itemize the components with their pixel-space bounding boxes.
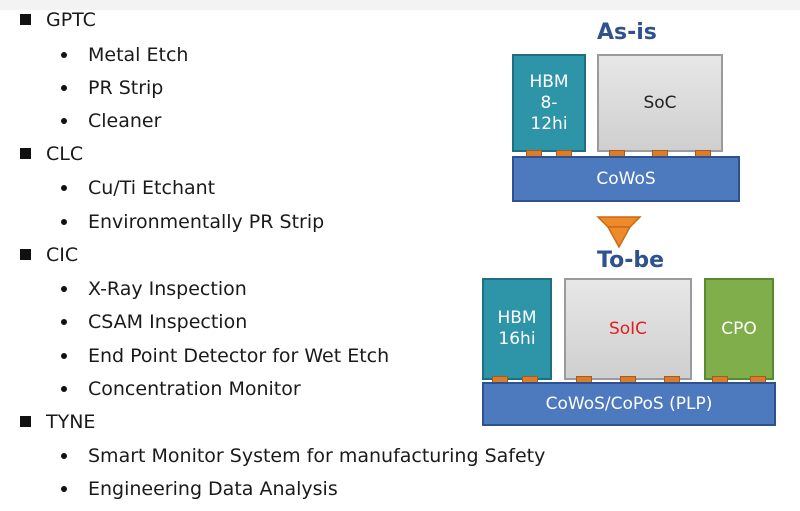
square-bullet-icon (20, 148, 31, 159)
hbm-to-be-block: HBM 16hi (482, 278, 552, 380)
dot-bullet-icon (61, 52, 67, 58)
square-bullet-icon (20, 416, 31, 427)
dot-bullet-icon (61, 118, 67, 124)
dot-bullet-icon (61, 319, 67, 325)
to-be-title: To-be (597, 248, 664, 273)
category-clc: CLC (46, 143, 84, 165)
list-item: End Point Detector for Wet Etch (88, 345, 390, 367)
list-item: Engineering Data Analysis (88, 478, 338, 500)
cpo-block: CPO (704, 278, 774, 380)
soc-block: SoC (597, 54, 723, 152)
square-bullet-icon (20, 14, 31, 25)
list-item: Smart Monitor System for manufacturing S… (88, 445, 546, 467)
list-item: Cleaner (88, 110, 162, 132)
list-item: Cu/Ti Etchant (88, 177, 216, 199)
dot-bullet-icon (61, 185, 67, 191)
list-item: Environmentally PR Strip (88, 211, 325, 233)
soic-block: SoIC (564, 278, 692, 380)
dot-bullet-icon (61, 286, 67, 292)
down-arrow-icon (596, 216, 642, 249)
as-is-title: As-is (597, 20, 657, 45)
cowos-substrate: CoWoS (512, 156, 740, 202)
category-cic: CIC (46, 244, 79, 266)
list-item: CSAM Inspection (88, 311, 248, 333)
dot-bullet-icon (61, 85, 67, 91)
category-gptc: GPTC (46, 9, 96, 31)
dot-bullet-icon (61, 486, 67, 492)
square-bullet-icon (20, 249, 31, 260)
category-tyne: TYNE (46, 411, 96, 433)
cowos-copos-substrate: CoWoS/CoPoS (PLP) (482, 382, 776, 426)
hbm-as-is-block: HBM 8- 12hi (512, 54, 586, 152)
bullet-list: GPTC Metal Etch PR Strip Cleaner CLC Cu/… (20, 9, 546, 500)
dot-bullet-icon (61, 453, 67, 459)
dot-bullet-icon (61, 386, 67, 392)
list-item: X-Ray Inspection (88, 278, 247, 300)
top-bar (0, 0, 800, 10)
dot-bullet-icon (61, 353, 67, 359)
packaging-diagram: As-is HBM 8- 12hi SoC CoWoS To-be HBM 16… (470, 10, 790, 430)
list-item: Concentration Monitor (88, 378, 301, 400)
list-item: PR Strip (88, 77, 164, 99)
list-item: Metal Etch (88, 44, 189, 66)
dot-bullet-icon (61, 219, 67, 225)
